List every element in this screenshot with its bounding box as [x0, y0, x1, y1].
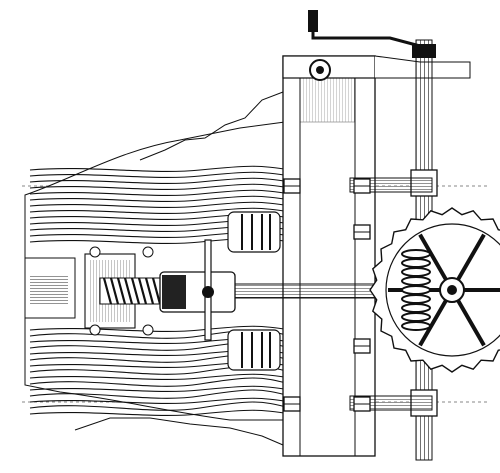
worm-screw: [99, 277, 162, 305]
worm-gear-worm: [401, 249, 431, 331]
crank-handle: [308, 10, 421, 48]
worm-gear-wheel: [369, 207, 500, 373]
bolts: [283, 178, 371, 412]
friction-roller: [227, 211, 281, 371]
break-line: [74, 91, 284, 446]
bearing-block: [282, 55, 471, 457]
sleeve-coupling: [159, 239, 236, 341]
